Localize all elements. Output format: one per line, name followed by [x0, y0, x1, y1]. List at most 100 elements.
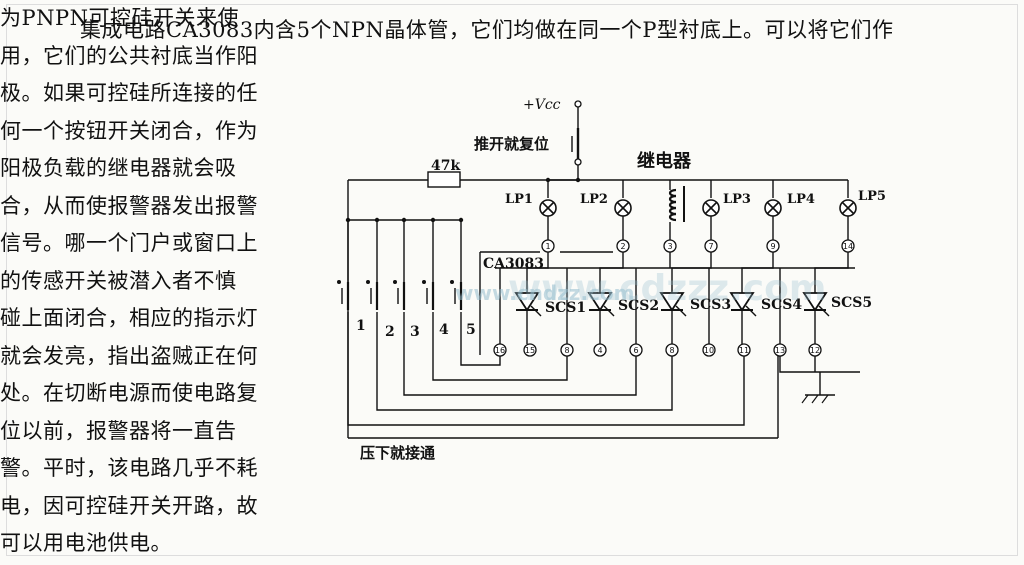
scs-gate	[675, 305, 687, 317]
relay-label: 继电器	[637, 150, 692, 172]
bottom-pin	[629, 343, 643, 357]
wire	[347, 328, 745, 426]
paragraph-first-line: 集成电路CA3083内含5个NPN晶体管，它们均做在同一个P型衬底上。可以将它们…	[80, 18, 894, 42]
scs-icon	[659, 292, 685, 312]
scs-icon	[514, 292, 540, 312]
bottom-pin	[523, 343, 537, 357]
scs-gate	[530, 305, 542, 317]
bottom-pin	[773, 343, 787, 357]
scs-label: SCS3	[690, 297, 731, 313]
scs-gate	[603, 305, 615, 317]
pin-number: 7	[708, 242, 713, 251]
pin-number: 14	[843, 242, 853, 251]
switch-number-label: 3	[410, 324, 420, 340]
junction-dot	[458, 217, 464, 223]
vcc-label: +Vcc	[523, 97, 561, 113]
switch-number-label: 4	[439, 322, 449, 338]
pin-number: 9	[770, 242, 775, 251]
lamp-cross	[616, 201, 630, 215]
paragraph-line: 阳极负载的继电器就会吸	[0, 156, 237, 180]
lamp-label: LP3	[723, 192, 751, 207]
pin-number: 16	[495, 346, 505, 355]
ic-label: CA3083	[483, 256, 544, 272]
scs-label: SCS1	[545, 300, 586, 316]
pin-number: 10	[704, 346, 714, 355]
bottom-pin	[665, 343, 679, 357]
wire	[460, 328, 501, 366]
junction-dot	[430, 217, 436, 223]
ground-hatch	[821, 394, 829, 404]
top-pin	[541, 239, 555, 253]
paragraph-line: 为PNPN可控硅开关来使	[0, 6, 240, 30]
switch-number-label: 1	[356, 318, 366, 334]
pin-number: 8	[564, 346, 569, 355]
paragraph-line: 碰上面闭合，相应的指示灯	[0, 306, 258, 330]
lamp-label: LP5	[858, 189, 886, 204]
vcc-terminal	[574, 100, 582, 108]
top-pin	[766, 239, 780, 253]
scs-icon	[729, 292, 755, 312]
pin-number: 3	[667, 242, 672, 251]
junction-dot	[545, 177, 551, 183]
bottom-pin	[560, 343, 574, 357]
switch-terminal	[422, 280, 426, 284]
paragraph-line: 极。如果可控硅所连接的任	[0, 81, 258, 105]
switch-terminal	[366, 280, 370, 284]
paragraph-line: 处。在切断电源而使电路复	[0, 381, 258, 405]
switch-terminal	[450, 280, 454, 284]
lamp-cross	[841, 201, 855, 215]
paragraph-line: 信号。哪一个门户或窗口上	[0, 231, 258, 255]
switch-number-label: 2	[385, 324, 395, 340]
pin-number: 15	[525, 346, 535, 355]
switch-number-label: 5	[466, 322, 476, 338]
top-pin	[704, 239, 718, 253]
junction-dot	[401, 217, 407, 223]
scs-label: SCS2	[618, 298, 659, 314]
junction-dot	[374, 217, 380, 223]
top-pin	[616, 239, 630, 253]
bottom-pin	[737, 343, 751, 357]
lamp-label: LP4	[787, 192, 815, 207]
wires	[347, 107, 860, 439]
bottom-pin	[493, 343, 507, 357]
lamp-cross	[766, 201, 780, 215]
paragraph-line: 何一个按钮开关闭合，作为	[0, 118, 258, 143]
paragraph-line: 用，它们的公共衬底当作阳	[0, 43, 258, 68]
switch-terminal	[337, 280, 341, 284]
bottom-pin	[702, 343, 716, 357]
top-pin	[663, 239, 677, 253]
paragraph-line: 电，因可控硅开关开路，故	[0, 493, 258, 518]
bottom-pin	[593, 343, 607, 357]
watermark: www.cndzz.com	[455, 281, 634, 305]
paragraph-line: 位以前，报警器将一直告	[0, 418, 237, 443]
paragraph-line: 的传感开关被潜入者不慎	[0, 268, 237, 293]
top-pin	[841, 239, 855, 253]
pin-number: 12	[810, 346, 820, 355]
wire	[376, 328, 673, 411]
pin-number: 8	[669, 346, 674, 355]
pin-number: 13	[775, 346, 785, 355]
relay-coil-icon	[668, 212, 677, 222]
scs-icon	[802, 292, 828, 312]
pin-number: 6	[633, 346, 638, 355]
junction-dot	[575, 177, 581, 183]
watermark: www.cdzzz.com	[508, 268, 826, 309]
ground-hatch	[801, 394, 809, 404]
ground-hatch	[811, 394, 819, 404]
scs-label: SCS4	[761, 297, 802, 313]
pin-number: 1	[545, 242, 550, 251]
components	[337, 100, 857, 404]
resistor-47k-icon	[427, 171, 461, 188]
page-border	[6, 4, 1018, 556]
scs-gate	[745, 305, 757, 317]
reset-switch-label: 推开就复位	[474, 135, 549, 153]
scs-label: SCS5	[831, 295, 872, 311]
lamp-label: LP2	[580, 192, 608, 207]
paragraph-line: 可以用电池供电。	[0, 531, 172, 555]
resistor-label: 47k	[431, 158, 460, 174]
scs-icon	[587, 292, 613, 312]
junction-dot	[345, 217, 351, 223]
